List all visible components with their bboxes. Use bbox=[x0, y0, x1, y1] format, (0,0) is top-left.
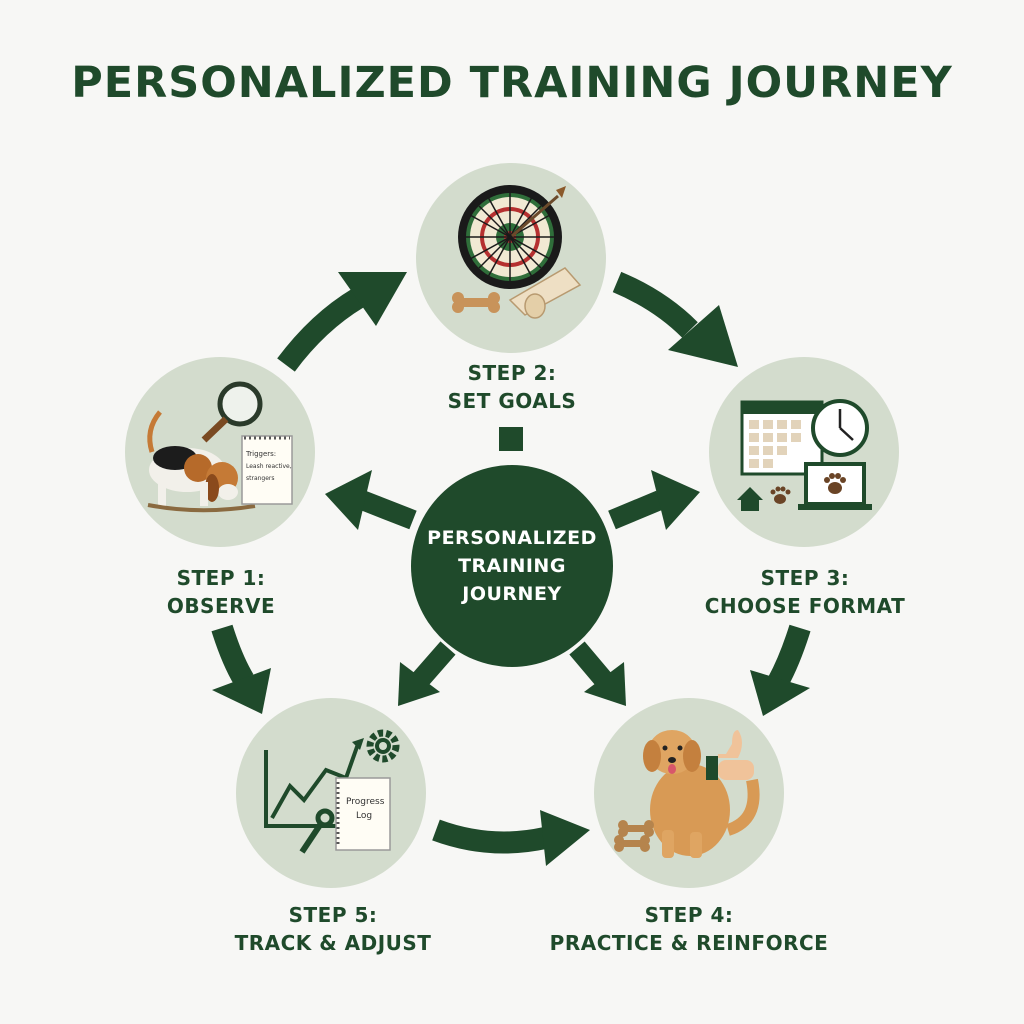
page-title: PERSONALIZED TRAINING JOURNEY bbox=[71, 58, 953, 108]
gear-icon bbox=[366, 729, 400, 763]
chart-icon bbox=[264, 738, 364, 828]
step2-number: STEP 2: bbox=[467, 361, 557, 385]
step1-name: OBSERVE bbox=[166, 594, 276, 618]
dartboard-icon bbox=[458, 185, 562, 289]
arrow-step2-to-step3 bbox=[612, 271, 738, 367]
step3-name: CHOOSE FORMAT bbox=[704, 594, 906, 618]
progress-log-icon: Progress Log bbox=[335, 777, 391, 851]
step2-label: STEP 2: SET GOALS bbox=[412, 359, 612, 415]
center-line-3: JOURNEY bbox=[462, 583, 562, 605]
beagle-icon bbox=[147, 410, 256, 513]
arrow-center-to-step4 bbox=[569, 641, 626, 706]
arrow-center-to-step5 bbox=[398, 641, 456, 706]
step4-label: STEP 4: PRACTICE & REINFORCE bbox=[539, 901, 839, 957]
scroll-icon bbox=[508, 267, 582, 319]
note-line-1: Triggers: bbox=[245, 450, 276, 458]
log-line-2: Log bbox=[356, 811, 372, 821]
log-line-1: Progress bbox=[346, 797, 385, 807]
dog-bone-icon bbox=[614, 820, 654, 852]
arrow-step1-to-step5 bbox=[211, 624, 271, 714]
thumbs-up-icon bbox=[706, 730, 754, 780]
step5-number: STEP 5: bbox=[288, 903, 378, 927]
arrow-center-to-step3 bbox=[608, 470, 700, 530]
arrow-icon bbox=[511, 186, 566, 238]
arrow-center-to-step1 bbox=[325, 470, 417, 530]
paw-icon bbox=[770, 486, 791, 504]
arrow-step1-to-step2 bbox=[277, 272, 407, 372]
house-icon bbox=[737, 487, 763, 511]
arrow-step5-to-step4 bbox=[432, 810, 590, 866]
step3-number: STEP 3: bbox=[760, 566, 850, 590]
center-circle bbox=[411, 465, 613, 667]
step4-number: STEP 4: bbox=[644, 903, 734, 927]
center-label: PERSONALIZED TRAINING JOURNEY bbox=[410, 524, 614, 608]
step1-number: STEP 1: bbox=[176, 566, 266, 590]
step5-name: TRACK & ADJUST bbox=[234, 931, 432, 955]
magnifier-icon bbox=[201, 381, 263, 443]
arrow-step3-to-step4 bbox=[750, 624, 811, 716]
dog-bone-icon bbox=[452, 292, 500, 313]
step4-name: PRACTICE & REINFORCE bbox=[549, 931, 829, 955]
note-line-3: strangers bbox=[246, 475, 275, 482]
golden-retriever-icon bbox=[643, 730, 760, 858]
center-line-2: TRAINING bbox=[458, 555, 566, 577]
step2-name: SET GOALS bbox=[447, 389, 577, 413]
laptop-icon bbox=[798, 462, 872, 510]
center-line-1: PERSONALIZED bbox=[427, 527, 597, 549]
clock-icon bbox=[811, 399, 869, 457]
step5-label: STEP 5: TRACK & ADJUST bbox=[213, 901, 453, 957]
notepad-icon: Triggers: Leash reactive, strangers bbox=[241, 435, 293, 505]
wrench-icon bbox=[299, 808, 335, 854]
note-line-2: Leash reactive, bbox=[246, 463, 292, 470]
step3-label: STEP 3: CHOOSE FORMAT bbox=[675, 564, 935, 620]
step1-label: STEP 1: OBSERVE bbox=[121, 564, 321, 620]
connector-square bbox=[499, 427, 523, 451]
calendar-icon bbox=[740, 400, 824, 476]
